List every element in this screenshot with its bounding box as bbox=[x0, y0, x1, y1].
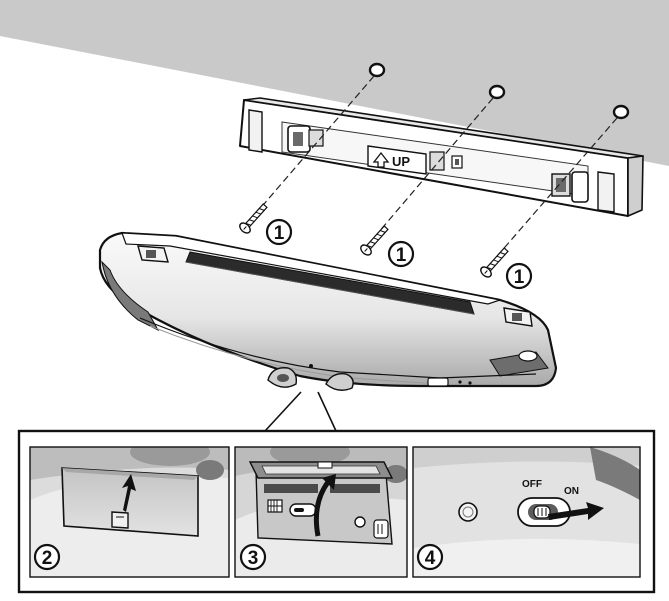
step-number-2: 2 bbox=[42, 548, 53, 569]
step-panel-2: 2 bbox=[29, 446, 230, 578]
wall-surface bbox=[0, 0, 669, 166]
wall-screw-holes bbox=[368, 62, 630, 120]
up-arrow-icon bbox=[372, 151, 390, 168]
bracket-hook-right bbox=[551, 171, 589, 203]
round-button bbox=[458, 502, 478, 522]
screw-callout-center: 1 bbox=[387, 240, 415, 268]
step-panel-3: 3 bbox=[234, 446, 408, 578]
bracket-hook-left bbox=[287, 125, 324, 153]
screw-guide-lines bbox=[251, 75, 618, 263]
screw-left bbox=[239, 203, 268, 234]
open-arrow-icon bbox=[313, 480, 331, 537]
screw-number-left: 1 bbox=[274, 223, 285, 244]
up-label: UP bbox=[367, 145, 427, 175]
sensor-bar-unit bbox=[98, 231, 558, 391]
screw-center bbox=[360, 225, 389, 256]
step-number-4: 4 bbox=[425, 548, 436, 569]
switch-on-label: ON bbox=[564, 486, 579, 497]
screw-number-center: 1 bbox=[396, 245, 407, 266]
screw-callout-left: 1 bbox=[265, 218, 293, 246]
wall-bracket: UP bbox=[239, 97, 644, 217]
lift-arrow-icon bbox=[122, 474, 136, 512]
screw-number-right: 1 bbox=[514, 267, 525, 288]
step-number-3: 3 bbox=[248, 548, 259, 569]
switch-off-label: OFF bbox=[522, 479, 542, 490]
step-panel-4: OFF ON 4 bbox=[412, 446, 641, 578]
callout-pointer bbox=[264, 391, 337, 432]
screw-right bbox=[480, 247, 509, 278]
bracket-hook-center bbox=[429, 151, 463, 171]
slide-arrow-icon bbox=[548, 502, 604, 520]
screw-callout-right: 1 bbox=[505, 262, 533, 290]
up-text: UP bbox=[392, 154, 410, 169]
